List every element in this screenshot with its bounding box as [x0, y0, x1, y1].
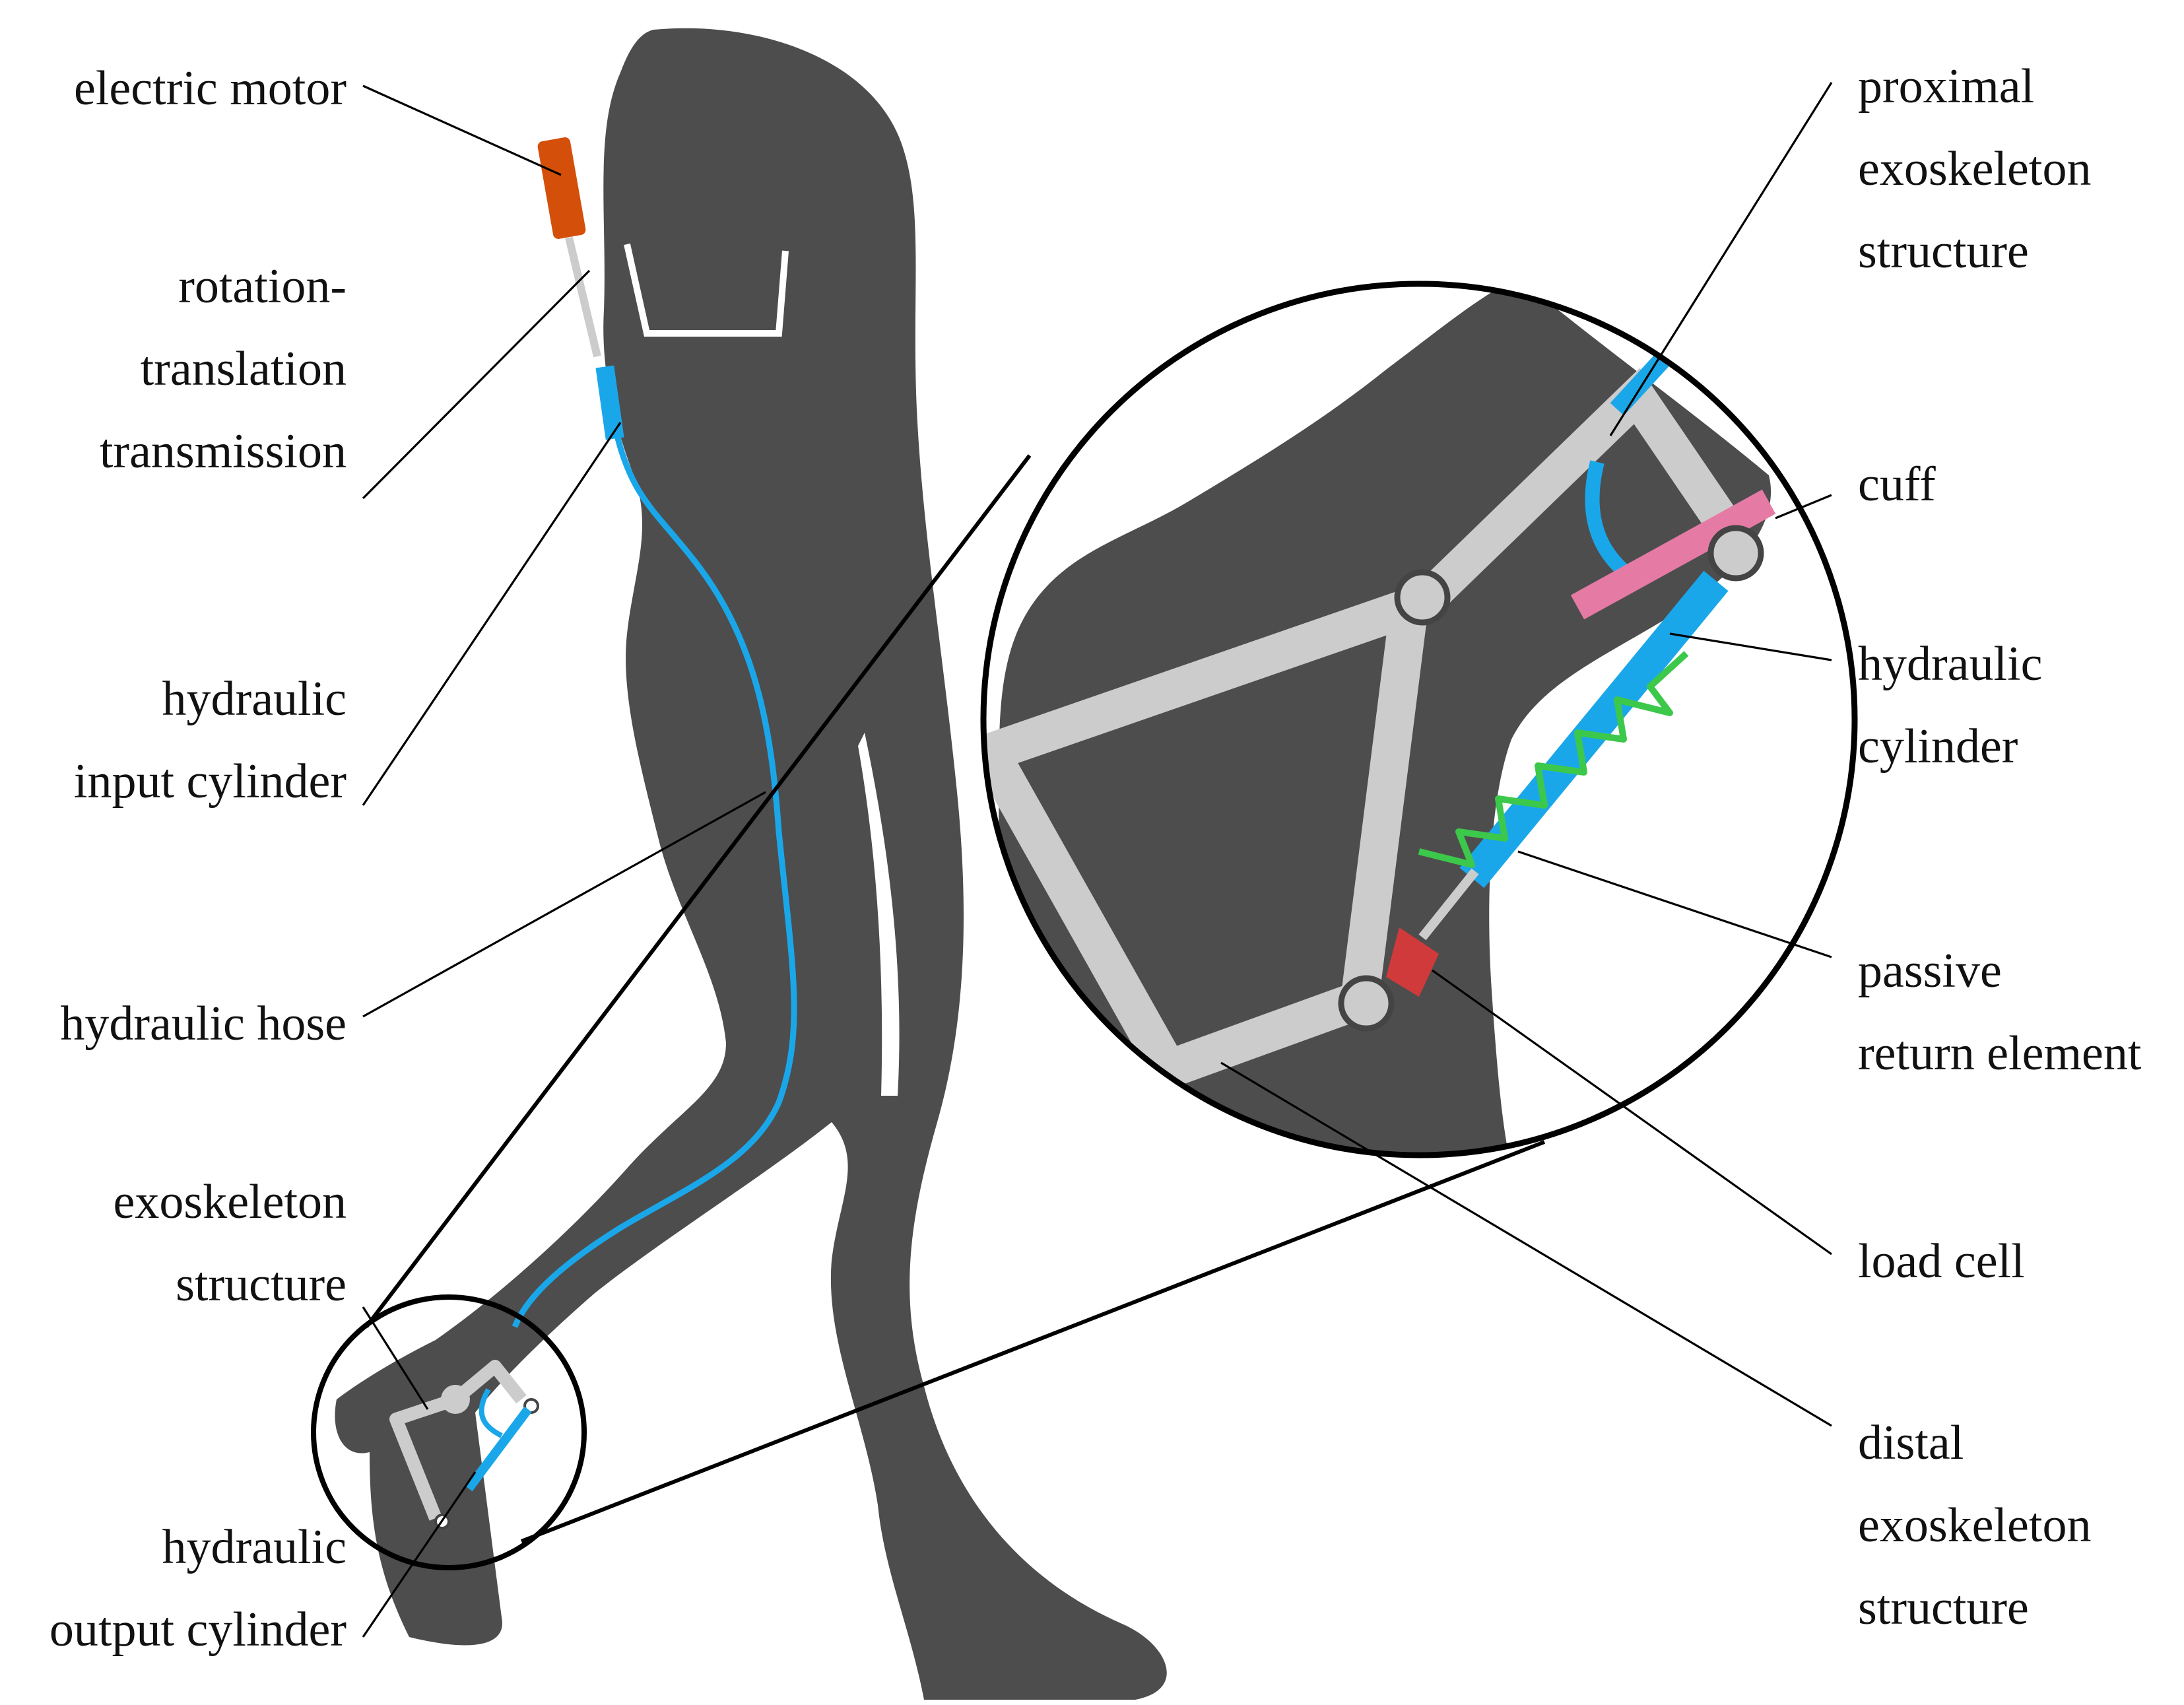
label-hydraulic-hose: hydraulic hose — [60, 997, 347, 1051]
label-proximal-line3: structure — [1858, 224, 2029, 279]
joint-proximal — [1394, 569, 1451, 626]
label-transmission-line3: transmission — [100, 424, 347, 479]
label-input-cylinder-line1: hydraulic — [162, 672, 347, 726]
leader-lines — [362, 82, 1833, 1638]
label-cuff: cuff — [1858, 457, 1936, 512]
label-hydraulic-cylinder-line2: cylinder — [1858, 719, 2018, 774]
label-proximal-line1: proximal — [1858, 59, 2034, 114]
label-hydraulic-cylinder-line1: hydraulic — [1858, 637, 2042, 691]
hydraulic-cylinder-zoom — [1459, 570, 1729, 888]
zoom-circle — [980, 281, 1858, 1158]
label-transmission-line2: translation — [141, 342, 347, 396]
body-silhouette — [335, 28, 1167, 1700]
labels-right: proximal exoskeleton structure cuff hydr… — [1858, 59, 2142, 1635]
label-distal-line3: structure — [1858, 1581, 2029, 1635]
label-distal-line1: distal — [1858, 1416, 1964, 1470]
ankle-inset — [311, 1294, 587, 1570]
small-exo-frame — [389, 1360, 527, 1521]
joint-cuff — [1707, 525, 1764, 582]
passive-return-spring — [1418, 651, 1689, 868]
label-passive-line1: passive — [1858, 944, 2002, 998]
zoom-line-lower — [520, 1140, 1546, 1543]
transmission-rod — [565, 236, 601, 358]
cuff-strap — [1570, 489, 1776, 620]
label-exo-structure-line2: structure — [176, 1257, 347, 1312]
label-distal-line2: exoskeleton — [1858, 1498, 2091, 1553]
label-output-cylinder-line2: output cylinder — [50, 1603, 347, 1657]
hydraulic-hose — [512, 434, 797, 1328]
label-input-cylinder-line2: input cylinder — [74, 754, 347, 809]
zoom-line-upper — [364, 454, 1032, 1328]
motor-and-transmission — [537, 137, 624, 440]
label-passive-line2: return element — [1858, 1026, 2142, 1081]
label-transmission-line1: rotation- — [178, 259, 347, 314]
input-cylinder-icon — [595, 365, 624, 440]
electric-motor-icon — [537, 137, 586, 239]
label-electric-motor: electric motor — [74, 61, 347, 116]
label-load-cell: load cell — [1858, 1234, 2025, 1288]
label-exo-structure-line1: exoskeleton — [114, 1175, 347, 1229]
joint-distal — [1338, 975, 1395, 1032]
label-output-cylinder-line1: hydraulic — [162, 1520, 347, 1574]
load-cell-block — [1386, 927, 1439, 997]
label-proximal-line2: exoskeleton — [1858, 142, 2091, 196]
labels-left: electric motor rotation- translation tra… — [50, 61, 347, 1657]
